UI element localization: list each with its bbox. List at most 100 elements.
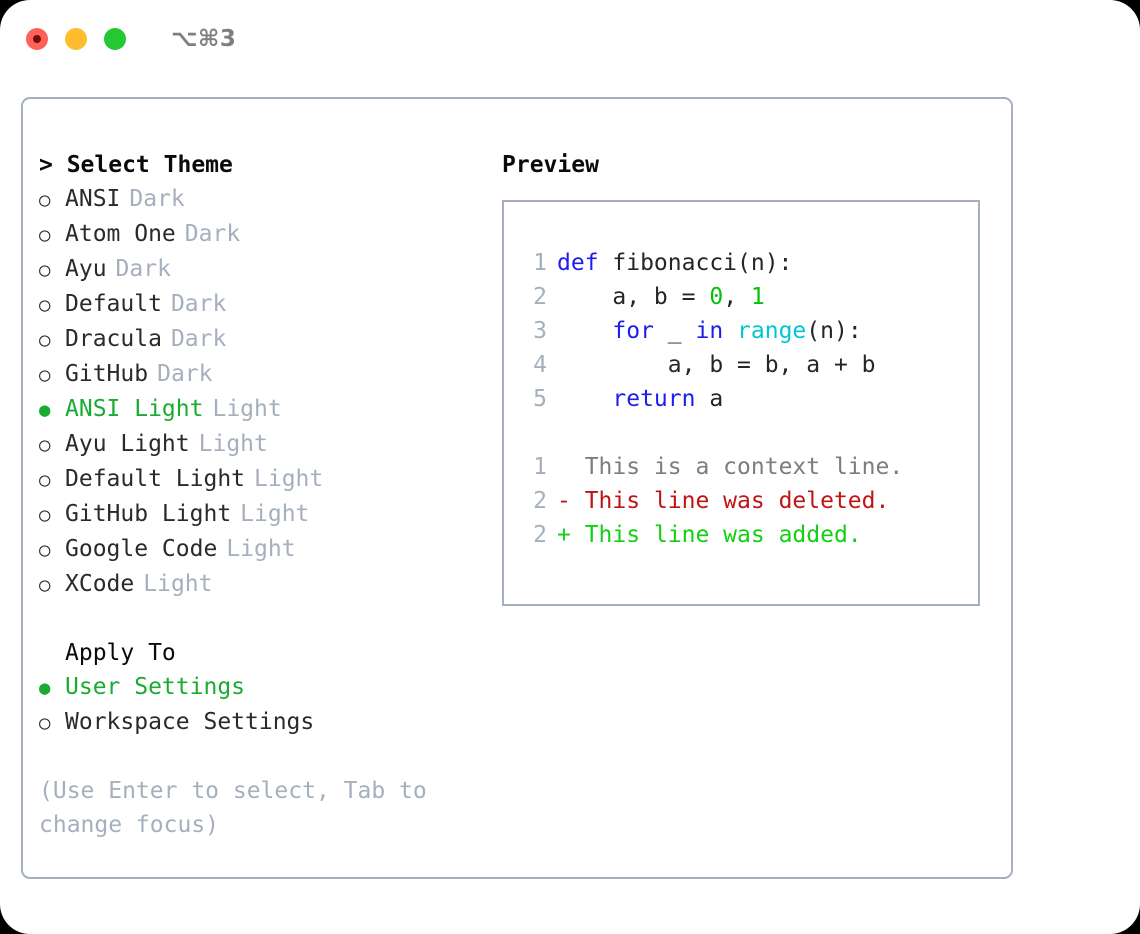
line-number: 1	[533, 250, 547, 276]
code-line-content: for _ in range(n):	[557, 314, 862, 348]
apply-to-item-label: User Settings	[65, 674, 246, 700]
radio-unselected-icon: ○	[39, 259, 51, 281]
radio-unselected-icon: ○	[39, 712, 51, 734]
diff-line-text: This line was added.	[584, 522, 862, 548]
theme-item-variant-tag: Dark	[157, 361, 213, 387]
theme-item-label: Default	[65, 291, 162, 317]
theme-item-label: Atom One	[65, 221, 176, 247]
radio-unselected-icon: ○	[39, 539, 51, 561]
line-number: 2	[533, 284, 547, 310]
code-token: in	[695, 318, 724, 344]
apply-to-item-label: Workspace Settings	[65, 709, 315, 735]
code-line: 1 def fibonacci(n):	[521, 246, 978, 280]
code-token: fibonacci(n):	[612, 250, 793, 276]
line-number: 3	[533, 318, 547, 344]
code-line: 2 a, b = 0, 1	[521, 280, 978, 314]
diff-line-add: 2 + This line was added.	[521, 518, 978, 552]
code-token	[723, 318, 737, 344]
radio-unselected-icon: ○	[39, 189, 51, 211]
section-spacer	[39, 602, 479, 636]
theme-item-label: Google Code	[65, 536, 218, 562]
theme-item-label: Ayu Light	[65, 431, 190, 457]
diff-line-del: 2- This line was deleted.	[521, 484, 978, 518]
maximize-button[interactable]	[104, 28, 126, 50]
theme-item-label: GitHub Light	[65, 501, 232, 527]
radio-unselected-icon: ○	[39, 574, 51, 596]
diff-sample: 1 This is a context line.2- This line wa…	[521, 450, 978, 552]
code-token: ,	[723, 284, 751, 310]
diff-line-ctx: 1 This is a context line.	[521, 450, 978, 484]
diff-marker: +	[557, 522, 585, 548]
diff-marker	[557, 450, 585, 484]
theme-item-label: Ayu	[65, 256, 107, 282]
line-number: 2	[533, 488, 547, 514]
code-token: for	[612, 318, 654, 344]
line-number: 1	[533, 454, 547, 480]
radio-unselected-icon: ○	[39, 504, 51, 526]
code-line: 4 a, b = b, a + b	[521, 348, 978, 382]
diff-marker: -	[557, 488, 585, 514]
code-line: 3 for _ in range(n):	[521, 314, 978, 348]
theme-item-variant-tag: Dark	[129, 186, 185, 212]
theme-item-github[interactable]: ○ GitHub Dark	[39, 357, 479, 392]
code-line: 5 return a	[521, 382, 978, 416]
theme-item-variant-tag: Light	[254, 466, 324, 492]
theme-item-label: GitHub	[65, 361, 149, 387]
line-number: 4	[533, 352, 547, 378]
theme-item-github-light[interactable]: ○ GitHub Light Light	[39, 497, 479, 532]
theme-item-atom-one[interactable]: ○ Atom One Dark	[39, 217, 479, 252]
code-token: a, b = b, a + b	[557, 352, 876, 378]
radio-unselected-icon: ○	[39, 364, 51, 386]
theme-item-ayu-light[interactable]: ○ Ayu Light Light	[39, 427, 479, 462]
diff-line-text: This is a context line.	[584, 454, 904, 480]
radio-unselected-icon: ○	[39, 434, 51, 456]
line-number: 2	[533, 522, 547, 548]
code-token: a, b =	[557, 284, 710, 310]
theme-item-label: ANSI Light	[65, 396, 204, 422]
code-token: range	[737, 318, 807, 344]
apply-to-item-workspace-settings[interactable]: ○ Workspace Settings	[39, 705, 479, 740]
diff-line-text: This line was deleted.	[584, 488, 890, 514]
radio-unselected-icon: ○	[39, 294, 51, 316]
code-token: def	[557, 250, 613, 276]
code-line-content: a, b = 0, 1	[557, 280, 765, 314]
code-token: 1	[750, 284, 765, 310]
theme-item-variant-tag: Dark	[184, 221, 241, 247]
title-bar: ⌥⌘3	[0, 0, 1140, 78]
preview-heading: Preview	[502, 152, 599, 178]
theme-item-variant-tag: Light	[143, 571, 213, 597]
theme-item-variant-tag: Light	[226, 536, 296, 562]
radio-selected-icon: ●	[39, 677, 51, 699]
theme-item-label: Default Light	[65, 466, 246, 492]
theme-item-variant-tag: Dark	[170, 291, 227, 317]
apply-to-item-user-settings[interactable]: ● User Settings	[39, 670, 479, 705]
radio-unselected-icon: ○	[39, 329, 51, 351]
code-line-content: def fibonacci(n):	[557, 246, 792, 280]
theme-item-google-code[interactable]: ○ Google Code Light	[39, 532, 479, 567]
select-theme-heading: > Select Theme	[39, 152, 233, 178]
close-button[interactable]	[26, 28, 48, 50]
radio-unselected-icon: ○	[39, 224, 51, 246]
code-line-content: a, b = b, a + b	[557, 348, 876, 382]
theme-item-variant-tag: Light	[240, 501, 310, 527]
theme-item-default[interactable]: ○ Default Dark	[39, 287, 479, 322]
minimize-button[interactable]	[65, 28, 87, 50]
code-token: (n):	[806, 318, 862, 344]
code-diff-spacer	[521, 416, 978, 450]
code-token	[557, 318, 612, 344]
apply-to-list[interactable]: ● User Settings ○ Workspace Settings	[39, 670, 479, 740]
theme-item-variant-tag: Light	[198, 431, 268, 457]
code-token: _	[653, 318, 696, 344]
